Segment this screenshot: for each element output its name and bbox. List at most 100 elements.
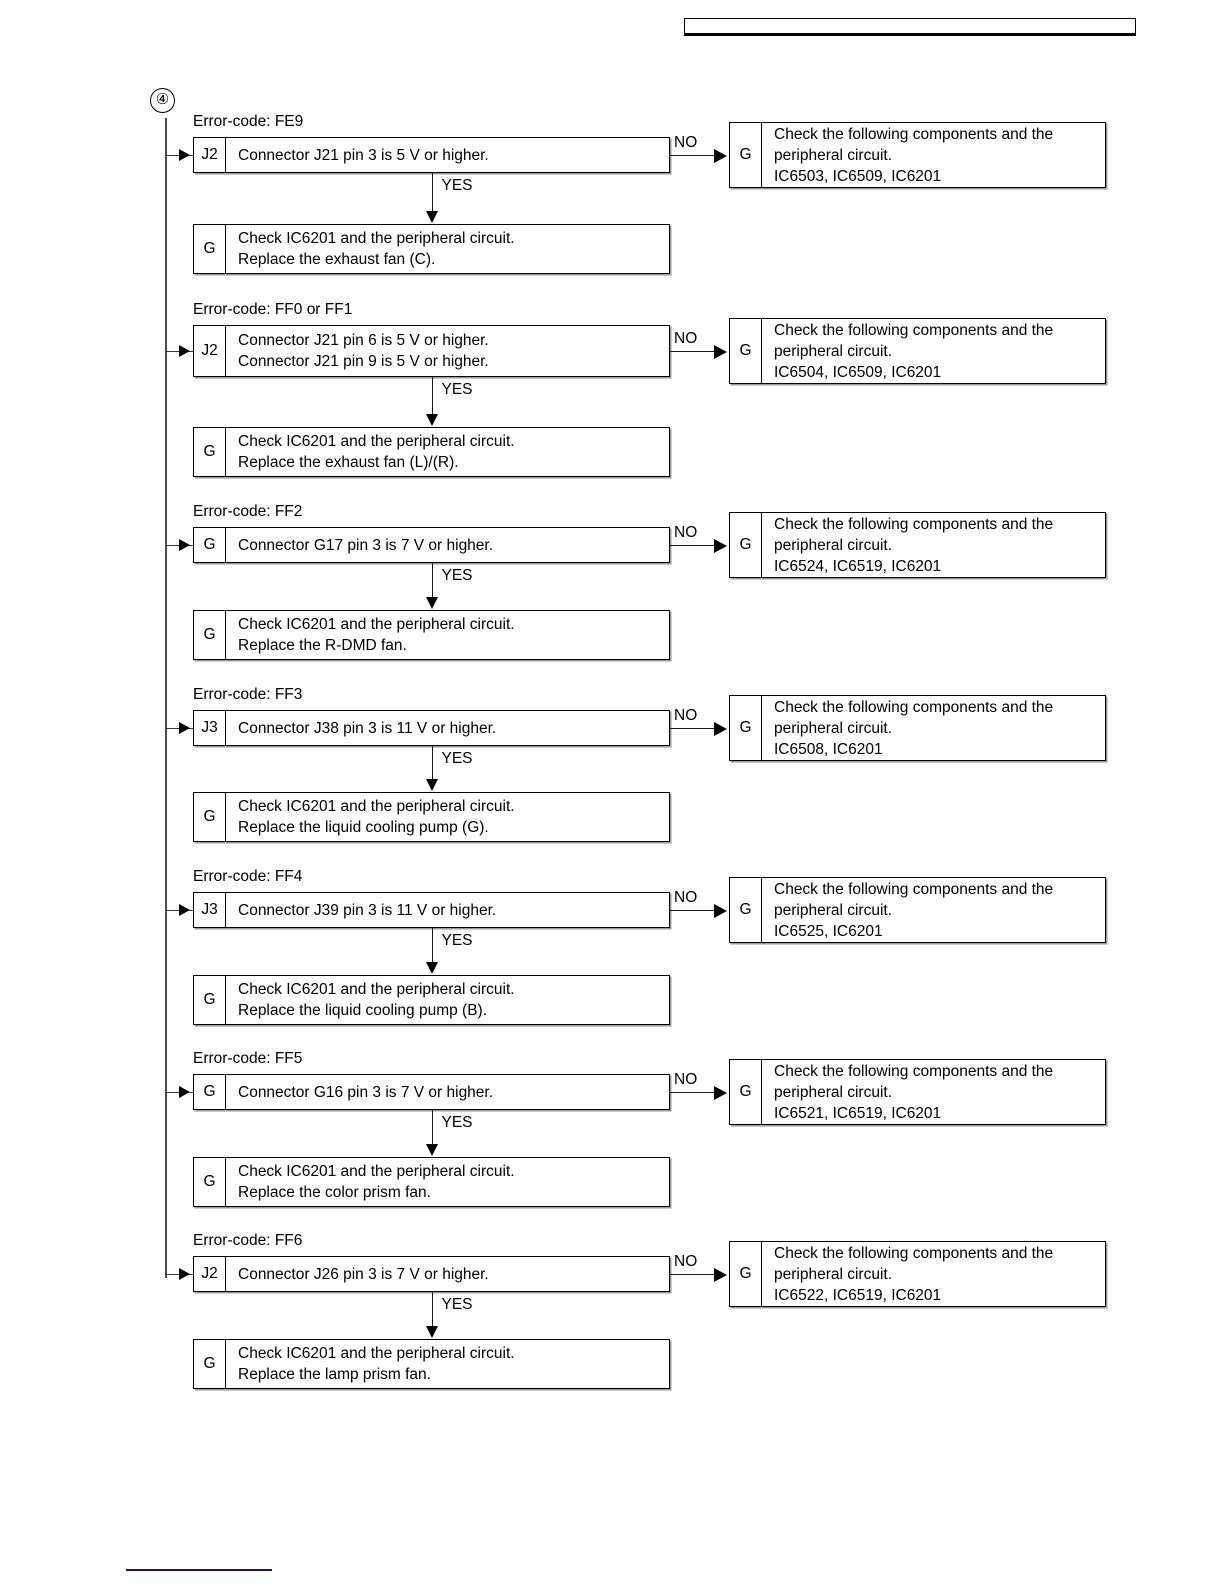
decision-box-line: Connector J21 pin 3 is 5 V or higher. xyxy=(238,146,489,164)
result-box-tag: G xyxy=(730,513,762,577)
action-box-tag: G xyxy=(194,976,226,1024)
result-box-line: IC6503, IC6509, IC6201 xyxy=(774,167,942,185)
yes-label: YES xyxy=(441,1114,473,1131)
decision-box-line: Connector J26 pin 3 is 7 V or higher. xyxy=(238,1265,489,1283)
no-label: NO xyxy=(674,134,698,151)
decision-box-text: Connector J21 pin 3 is 5 V or higher. xyxy=(226,138,669,172)
result-box-line: peripheral circuit. xyxy=(774,901,893,919)
yes-label: YES xyxy=(441,1296,473,1313)
action-box-tag: G xyxy=(194,225,226,273)
decision-box-line: Connector J21 pin 6 is 5 V or higher. xyxy=(238,332,489,349)
action-box-line: Replace the liquid cooling pump (B). xyxy=(238,1002,487,1019)
error-code-label: Error-code: FF4 xyxy=(193,868,303,885)
result-box-line: IC6525, IC6201 xyxy=(774,922,883,940)
yes-label: YES xyxy=(441,932,473,949)
action-box-tag: G xyxy=(194,1340,226,1388)
action-box-line: Check IC6201 and the peripheral circuit. xyxy=(238,1163,515,1180)
action-box-text: Check IC6201 and the peripheral circuit.… xyxy=(226,428,669,476)
result-box: G Check the following components and the p… xyxy=(729,877,1106,943)
no-connector-line xyxy=(670,155,715,156)
decision-box: J2 Connector J26 pin 3 is 7 V or higher. xyxy=(193,1256,670,1292)
decision-box-text: Connector J39 pin 3 is 11 V or higher. xyxy=(226,893,669,927)
yes-connector-line xyxy=(431,746,433,780)
result-box-line: peripheral circuit. xyxy=(774,1265,893,1283)
result-box-tag: G xyxy=(730,1242,762,1306)
decision-box-tag: J2 xyxy=(194,1257,226,1291)
no-connector-line xyxy=(670,1092,715,1093)
decision-box-tag: J3 xyxy=(194,893,226,927)
no-label: NO xyxy=(674,707,698,724)
yes-arrow-icon xyxy=(426,1144,439,1156)
header-field xyxy=(684,18,1136,36)
result-box-line: Check the following components and the xyxy=(774,1062,1054,1080)
no-arrow-icon xyxy=(714,721,727,736)
result-box-line: peripheral circuit. xyxy=(774,1083,893,1101)
error-code-label: Error-code: FF2 xyxy=(193,503,303,520)
error-code-label: Error-code: FF6 xyxy=(193,1232,303,1249)
flow-entry-marker: ④ xyxy=(150,88,175,113)
result-box: G Check the following components and the p… xyxy=(729,122,1106,188)
action-box-text: Check IC6201 and the peripheral circuit.… xyxy=(226,1340,669,1388)
yes-arrow-icon xyxy=(426,597,439,609)
no-label: NO xyxy=(674,524,698,541)
result-box-tag: G xyxy=(730,1060,762,1124)
result-box-tag: G xyxy=(730,123,762,187)
no-label: NO xyxy=(674,330,698,347)
no-arrow-icon xyxy=(714,903,727,918)
result-box-line: IC6522, IC6519, IC6201 xyxy=(774,1286,942,1304)
spine-branch-arrow-icon xyxy=(179,539,190,551)
result-box-line: IC6504, IC6509, IC6201 xyxy=(774,363,942,381)
result-box-tag: G xyxy=(730,878,762,942)
decision-box: J3 Connector J38 pin 3 is 11 V or higher. xyxy=(193,710,670,746)
decision-box-line: Connector J39 pin 3 is 11 V or higher. xyxy=(238,901,497,919)
action-box-line: Check IC6201 and the peripheral circuit. xyxy=(238,798,515,815)
decision-box-tag: J3 xyxy=(194,711,226,745)
yes-label: YES xyxy=(441,381,473,398)
yes-label: YES xyxy=(441,177,473,194)
result-box-line: IC6524, IC6519, IC6201 xyxy=(774,557,942,575)
yes-connector-line xyxy=(431,563,433,598)
error-code-label: Error-code: FE9 xyxy=(193,113,304,130)
no-connector-line xyxy=(670,1274,715,1275)
decision-box-line: Connector J38 pin 3 is 11 V or higher. xyxy=(238,719,497,737)
yes-connector-line xyxy=(431,1292,433,1327)
result-box-text: Check the following components and the pe… xyxy=(762,1060,1105,1124)
result-box-line: Check the following components and the xyxy=(774,515,1054,533)
footer-rule xyxy=(126,1569,272,1571)
spine-branch-arrow-icon xyxy=(179,1086,190,1098)
result-box-line: IC6508, IC6201 xyxy=(774,740,883,758)
decision-box: J2 Connector J21 pin 6 is 5 V or higher. C… xyxy=(193,325,670,377)
decision-box-line: Connector J21 pin 9 is 5 V or higher. xyxy=(238,353,489,370)
yes-arrow-icon xyxy=(426,211,439,223)
action-box-line: Check IC6201 and the peripheral circuit. xyxy=(238,981,515,998)
result-box-line: peripheral circuit. xyxy=(774,146,893,164)
decision-box-tag: J2 xyxy=(194,326,226,376)
result-box-line: Check the following components and the xyxy=(774,880,1054,898)
action-box-line: Check IC6201 and the peripheral circuit. xyxy=(238,433,515,450)
no-arrow-icon xyxy=(714,344,727,359)
result-box-line: IC6521, IC6519, IC6201 xyxy=(774,1104,942,1122)
spine-branch-arrow-icon xyxy=(179,345,190,357)
result-box-line: Check the following components and the xyxy=(774,125,1054,143)
spine-branch-arrow-icon xyxy=(179,1268,190,1280)
result-box-text: Check the following components and the pe… xyxy=(762,878,1105,942)
action-box-line: Check IC6201 and the peripheral circuit. xyxy=(238,1345,515,1362)
yes-label: YES xyxy=(441,750,473,767)
error-code-label: Error-code: FF0 or FF1 xyxy=(193,301,353,318)
error-code-label: Error-code: FF3 xyxy=(193,686,303,703)
action-box-line: Replace the exhaust fan (C). xyxy=(238,251,436,268)
action-box-text: Check IC6201 and the peripheral circuit.… xyxy=(226,611,669,659)
